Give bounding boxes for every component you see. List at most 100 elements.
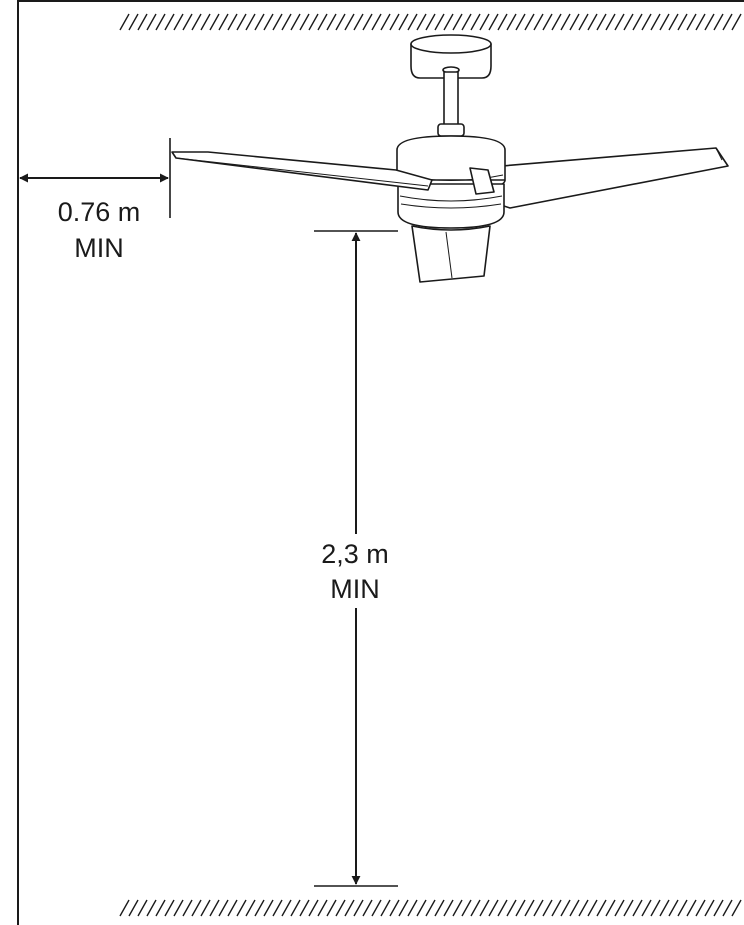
hatch-stroke [317,899,328,917]
hatch-stroke [470,899,481,917]
hatch-stroke [344,899,355,917]
hatch-stroke [191,13,202,31]
hatch-stroke [236,899,247,917]
hatch-stroke [164,899,175,917]
hatch-stroke [731,899,742,917]
hatch-stroke [407,13,418,31]
hatch-stroke [488,899,499,917]
hatch-stroke [569,899,580,917]
hatch-stroke [461,13,472,31]
hatch-stroke [713,899,724,917]
hatch-stroke [416,899,427,917]
hatch-stroke [677,899,688,917]
hatch-stroke [614,899,625,917]
hatch-stroke [398,13,409,31]
hatch-stroke [353,13,364,31]
hatch-stroke [461,899,472,917]
hatch-stroke [470,13,481,31]
fan-blade-right [473,147,729,209]
ceiling-hatch [119,13,742,31]
hatch-stroke [560,13,571,31]
hatch-stroke [587,13,598,31]
hatch-stroke [686,13,697,31]
hatch-stroke [596,899,607,917]
hatch-stroke [443,899,454,917]
hatch-stroke [281,13,292,31]
hatch-stroke [371,13,382,31]
hatch-stroke [254,13,265,31]
hatch-stroke [407,899,418,917]
hatch-stroke [200,899,211,917]
hatch-stroke [191,899,202,917]
hatch-stroke [182,13,193,31]
hatch-stroke [686,899,697,917]
hatch-stroke [119,13,130,31]
hatch-stroke [578,13,589,31]
hatch-stroke [380,899,391,917]
fan-blade-left [171,151,433,191]
hatch-stroke [722,13,733,31]
fan-blade-bracket [469,167,495,195]
hatch-stroke [623,13,634,31]
hatch-stroke [362,13,373,31]
hatch-stroke [272,13,283,31]
hatch-stroke [173,13,184,31]
hatch-stroke [551,13,562,31]
hatch-stroke [605,899,616,917]
hatch-stroke [452,899,463,917]
hatch-stroke [173,899,184,917]
floor-hatch [119,899,742,917]
hatch-stroke [650,13,661,31]
hatch-stroke [335,13,346,31]
hatch-stroke [218,13,229,31]
hatch-stroke [137,13,148,31]
hatch-stroke [362,899,373,917]
ceiling-fan-icon [171,34,729,283]
hatch-stroke [569,13,580,31]
hatch-stroke [200,13,211,31]
hatch-stroke [326,13,337,31]
hatch-stroke [560,899,571,917]
hatch-stroke [137,899,148,917]
hatch-stroke [128,13,139,31]
hatch-stroke [659,13,670,31]
hatch-stroke [659,899,670,917]
hatch-stroke [182,899,193,917]
hatch-stroke [524,13,535,31]
hatch-stroke [308,13,319,31]
hatch-stroke [290,899,301,917]
hatch-stroke [515,899,526,917]
hatch-stroke [596,13,607,31]
hatch-stroke [641,899,652,917]
hatch-stroke [263,899,274,917]
hatch-stroke [623,899,634,917]
hatch-stroke [533,899,544,917]
hatch-stroke [542,13,553,31]
hatch-stroke [506,13,517,31]
hatch-stroke [650,899,661,917]
hatch-stroke [335,899,346,917]
hatch-stroke [209,899,220,917]
hatch-stroke [515,13,526,31]
hatch-stroke [434,899,445,917]
hatch-stroke [398,899,409,917]
hatch-stroke [263,13,274,31]
hatch-stroke [146,899,157,917]
hatch-stroke [128,899,139,917]
hatch-stroke [326,899,337,917]
hatch-stroke [155,899,166,917]
hatch-stroke [308,899,319,917]
hatch-stroke [299,899,310,917]
hatch-stroke [236,13,247,31]
hatch-stroke [695,899,706,917]
hatch-stroke [497,13,508,31]
fan-canopy [410,34,492,79]
hatch-stroke [524,899,535,917]
hatch-stroke [704,13,715,31]
wall-clearance-value: 0.76 m [57,197,141,227]
hatch-stroke [452,13,463,31]
hatch-stroke [290,13,301,31]
hatch-stroke [479,13,490,31]
hatch-stroke [389,13,400,31]
